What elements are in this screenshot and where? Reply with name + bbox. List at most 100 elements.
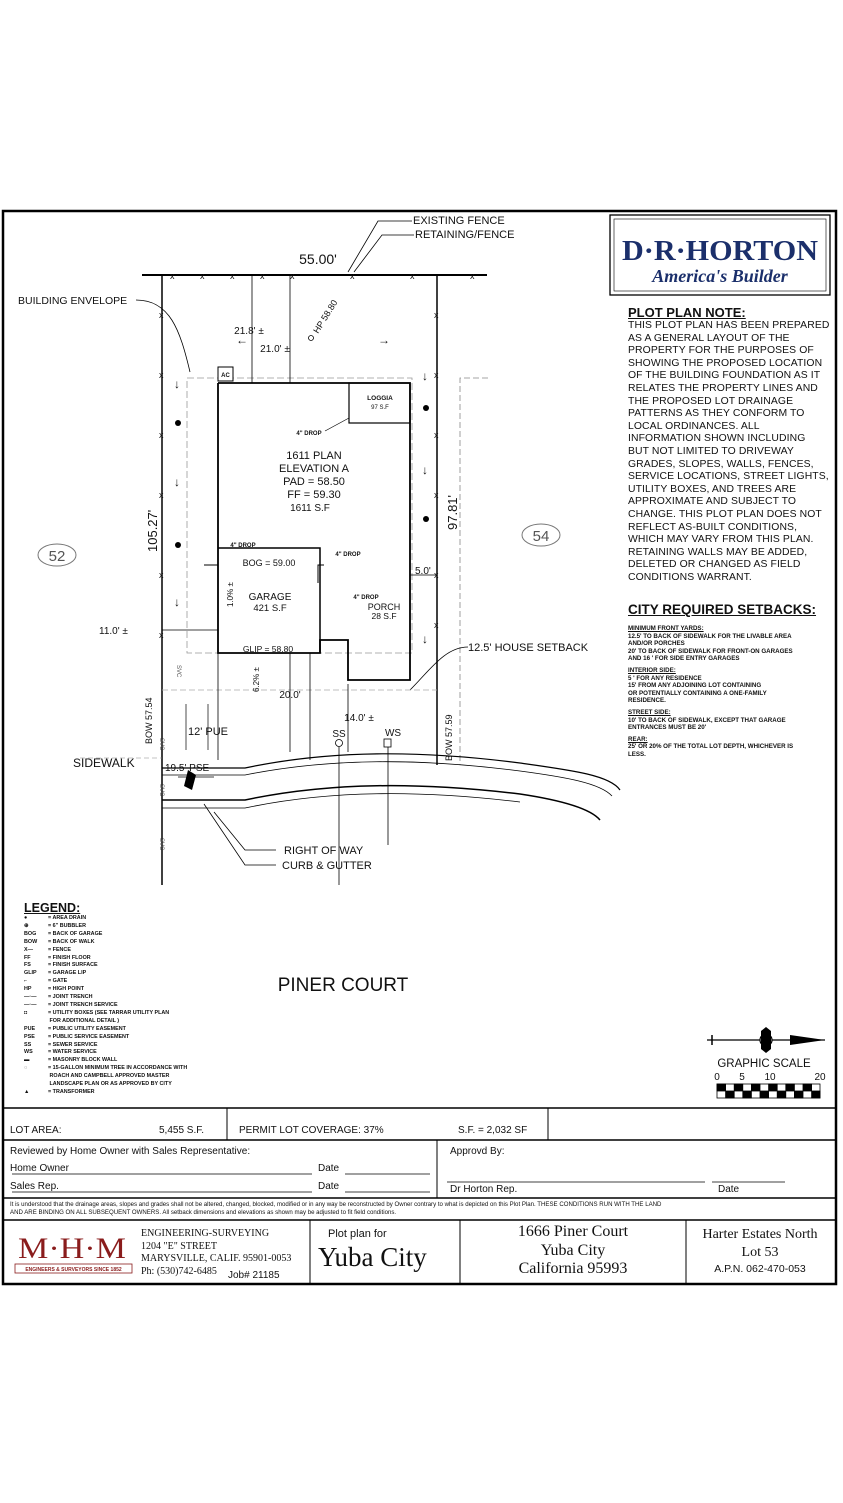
lot-info: Harter Estates North Lot 53 A.P.N. 062-4… <box>686 1226 834 1276</box>
ac-unit <box>217 366 234 382</box>
engineer-address-line: ENGINEERING-SURVEYING <box>141 1228 270 1239</box>
svg-text:↓: ↓ <box>174 595 180 609</box>
legend-description: = GATE <box>48 978 68 985</box>
porch-sf: 28 S.F <box>371 611 396 621</box>
note-line: RETAINING WALLS MAY BE ADDED, <box>628 546 808 558</box>
legend-description: = FINISH FLOOR <box>48 954 91 961</box>
legend-description: = PUBLIC SERVICE EASEMENT <box>48 1033 130 1040</box>
lot-area-value: 5,455 S.F. <box>159 1125 205 1136</box>
legend-symbol: PSE <box>24 1033 35 1040</box>
legend-item: —·— = JOINT TRENCH <box>24 994 224 1002</box>
note-line: REFLECT AS-BUILT CONDITIONS, <box>628 521 798 533</box>
dr-horton-rep-label: Dr Horton Rep. <box>450 1184 518 1195</box>
legend-description: = JOINT TRENCH <box>48 994 93 1001</box>
legend-symbol: HP <box>24 986 32 993</box>
legend-symbol: BOG <box>24 930 37 937</box>
drop-label-1: 4" DROP <box>296 431 321 437</box>
note-line: SHOWING THE PROPOSED LOCATION <box>628 357 823 369</box>
dim-20-0: 20.0' <box>279 690 300 701</box>
setback-line: LESS. <box>628 750 646 758</box>
svg-text:x: x <box>159 370 164 380</box>
svg-text:↓: ↓ <box>422 463 428 477</box>
legend-symbol: —·— <box>24 994 37 1001</box>
pse-label: 19.5' PSE <box>165 763 209 774</box>
lot-54-label: 54 <box>533 528 550 545</box>
logo-brand: D·R·HORTON <box>622 235 818 267</box>
legend-item: ▲= TRANSFORMER <box>24 1089 224 1097</box>
legend-description: = FENCE <box>48 946 71 953</box>
legend-item: ◘= UTILITY BOXES (SEE TARRAR UTILITY PLA… <box>24 1010 224 1018</box>
legend-item: WS= WATER SERVICE <box>24 1049 224 1057</box>
garage-sf: 421 S.F <box>253 603 286 614</box>
setbacks-title: CITY REQUIRED SETBACKS: <box>628 602 817 617</box>
legend-description: = WATER SERVICE <box>48 1049 97 1056</box>
legend-symbol: X— <box>24 946 33 953</box>
date-label-2: Date <box>318 1181 340 1192</box>
scale-tick-0: 0 <box>714 1072 720 1083</box>
street-side-heading: STREET SIDE: <box>628 708 671 716</box>
note-line: RELATES THE PROPERTY LINES AND <box>628 382 818 394</box>
address-line-2: Yuba City <box>540 1241 606 1259</box>
engineer-address-line: 1204 "E" STREET <box>141 1240 217 1252</box>
plot-plan-note-title: PLOT PLAN NOTE: <box>628 305 746 320</box>
house-setback-label: 12.5' HOUSE SETBACK <box>468 642 589 654</box>
curb-gutter-label: CURB & GUTTER <box>282 860 372 872</box>
svg-text:x: x <box>434 310 439 320</box>
legend-item: X— = FENCE <box>24 947 224 955</box>
retaining-fence-label: RETAINING/FENCE <box>415 229 514 241</box>
dim-14-0: 14.0' ± <box>344 713 374 724</box>
mhm-tagline: ENGINEERS & SURVEYORS SINCE 1852 <box>25 1267 122 1273</box>
rear-heading: REAR: <box>628 735 648 743</box>
legend-symbol: PUE <box>24 1025 36 1032</box>
right-of-way-label: RIGHT OF WAY <box>284 845 364 857</box>
plot-plan-for-label: Plot plan for <box>328 1228 387 1240</box>
legend-item: PSE = PUBLIC SERVICE EASEMENT <box>24 1034 224 1042</box>
high-point-label: HP 58.80 <box>311 298 339 335</box>
legend-item: HP= HIGH POINT <box>24 986 224 994</box>
svg-text:x: x <box>159 630 164 640</box>
sheet-border <box>1 209 838 1286</box>
sidewalk-label: SIDEWALK <box>73 756 135 770</box>
legend-symbol: ◌ <box>24 1065 28 1072</box>
legend-item: SS= SEWER SERVICE <box>24 1042 224 1050</box>
ac-label: AC <box>221 373 230 379</box>
porch-label: PORCH <box>368 602 401 612</box>
garage-label: GARAGE <box>249 592 292 603</box>
pue-label: 12' PUE <box>188 726 228 738</box>
legend-symbol: FF <box>24 954 31 961</box>
drop-label-2: 4" DROP <box>230 543 255 549</box>
legend-symbol: ⌐ <box>24 978 28 985</box>
legend-description: = FINISH SURFACE <box>48 962 98 969</box>
right-side-dim: 97.81' <box>445 495 460 530</box>
note-line: GRADES, SLOPES, WALLS, FENCES, <box>628 458 814 470</box>
plan-name: 1611 PLAN <box>286 450 342 462</box>
note-line: WHICH MAY VARY FROM THIS PLAN. <box>628 534 814 546</box>
dim-5-0: 5.0' <box>415 566 431 577</box>
svg-text:x: x <box>159 430 164 440</box>
glip-label: GLIP = 58.80 <box>243 644 293 654</box>
sales-rep-label: Sales Rep. <box>10 1181 59 1192</box>
legend-description: = BACK OF GARAGE <box>48 930 103 937</box>
svg-text:x: x <box>200 271 205 281</box>
svg-text:x: x <box>290 271 295 281</box>
property-lines <box>142 274 487 885</box>
setback-line: 12.5' TO BACK OF SIDEWALK FOR THE LIVABL… <box>628 632 792 640</box>
note-line: OF THE BUILDING FOUNDATION AS IT <box>628 370 821 382</box>
bow-right: BOW 57.59 <box>444 714 454 761</box>
transformer-icon <box>184 770 196 790</box>
legend-symbol: ▬ <box>24 1057 30 1064</box>
setback-line: 5 ' FOR ANY RESIDENCE <box>628 674 702 682</box>
svg-text:↓: ↓ <box>174 377 180 391</box>
legend-description: = BACK OF WALK <box>48 938 95 945</box>
front-yards-text: 12.5' TO BACK OF SIDEWALK FOR THE LIVABL… <box>628 633 833 663</box>
note-line: APPROXIMATE AND SUBJECT TO <box>628 496 797 508</box>
svc-label-4: SVC <box>158 838 164 851</box>
scale-bar <box>716 1083 821 1099</box>
sidewalk-curb <box>162 753 621 821</box>
legend-item: FS= FINISH SURFACE <box>24 962 224 970</box>
interior-side-heading: INTERIOR SIDE: <box>628 666 676 674</box>
